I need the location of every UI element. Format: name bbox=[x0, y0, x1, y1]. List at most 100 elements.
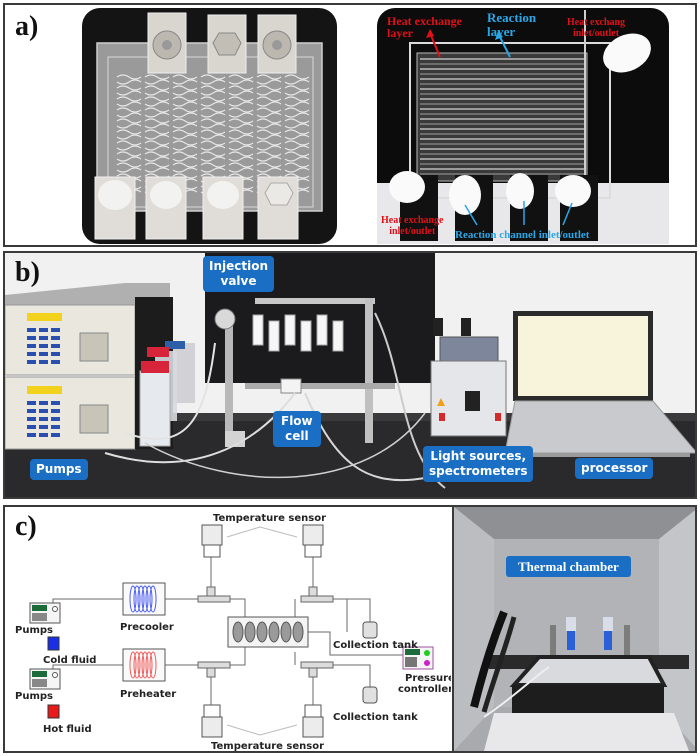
callout-pumps: Pumps bbox=[30, 459, 88, 480]
laptop-screen bbox=[518, 316, 648, 396]
serpentine-channel-segment bbox=[144, 162, 170, 173]
label-pumps-top: Pumps bbox=[15, 625, 53, 636]
panel-c-label: c) bbox=[15, 511, 37, 542]
temperature-sensor bbox=[201, 716, 223, 738]
label-pressure-controller-l1: Pressure bbox=[405, 673, 451, 684]
pump-key bbox=[27, 409, 36, 413]
pump-upper bbox=[5, 304, 136, 376]
bottom-fitting-blocks bbox=[389, 171, 598, 241]
serpentine-channel-segment bbox=[144, 74, 170, 85]
reactor-coil bbox=[232, 621, 244, 643]
heat-exchange-channels bbox=[420, 58, 585, 175]
panel-c: c) bbox=[3, 505, 697, 753]
serpentine-channel-segment bbox=[116, 129, 142, 140]
coil-loop bbox=[129, 585, 137, 613]
collection-tank bbox=[362, 686, 378, 704]
label-collection-tank-bottom: Collection tank bbox=[333, 712, 418, 723]
panel-b-label: b) bbox=[15, 257, 40, 288]
pump-key bbox=[27, 328, 36, 332]
label-heat-exchange-io-bottom: Heat exchange inlet/outlet bbox=[381, 215, 444, 237]
light-source-spectrometer bbox=[430, 318, 507, 437]
metal-fitting bbox=[624, 625, 630, 655]
callout-injection-valve: Injection valve bbox=[203, 256, 275, 292]
temperature-sensors bbox=[201, 524, 324, 738]
serpentine-channel-segment bbox=[228, 107, 254, 118]
serpentine-channel-segment bbox=[284, 107, 310, 118]
pump-key bbox=[51, 425, 60, 429]
reactor-coil bbox=[268, 621, 280, 643]
tee-junction bbox=[197, 595, 231, 603]
pipe-to-pressure-controller bbox=[307, 631, 403, 656]
label-heat-exchange-layer: Heat exchange layer bbox=[387, 14, 462, 40]
serpentine-channel-segment bbox=[228, 162, 254, 173]
label-reaction-layer: Reaction layer bbox=[487, 10, 537, 39]
cold-fluid-reservoir bbox=[47, 636, 60, 651]
serpentine-channel-segment bbox=[200, 151, 226, 162]
callout-processor: processor bbox=[575, 458, 654, 479]
label-hot-fluid: Hot fluid bbox=[43, 724, 92, 735]
arrow-reaction-layer bbox=[498, 34, 511, 58]
temperature-sensor bbox=[201, 524, 223, 546]
coil-loop bbox=[137, 585, 145, 613]
serpentine-channel-segment bbox=[200, 129, 226, 140]
pump-key bbox=[39, 360, 48, 364]
pump-key bbox=[27, 360, 36, 364]
flow-vial bbox=[268, 320, 280, 352]
microreactor-channels bbox=[232, 621, 304, 643]
serpentine-channel-segment bbox=[144, 118, 170, 129]
pump-key bbox=[51, 409, 60, 413]
panel-a: a) bbox=[3, 3, 697, 247]
serpentine-channel-segment bbox=[172, 107, 198, 118]
flow-vial bbox=[284, 314, 296, 346]
pump-key bbox=[27, 425, 36, 429]
panel-b: b) Injection valve Flow cell Pumps Light… bbox=[3, 251, 697, 499]
injection-valve bbox=[214, 308, 236, 330]
panel-b-setup-photo bbox=[5, 253, 695, 497]
serpentine-channel-segment bbox=[116, 107, 142, 118]
serpentine-channel-segment bbox=[172, 162, 198, 173]
serpentine-channel-segment bbox=[172, 140, 198, 151]
pump-key bbox=[39, 433, 48, 437]
pump-display bbox=[27, 313, 62, 321]
pump-key bbox=[51, 336, 60, 340]
flow-frame bbox=[214, 298, 395, 447]
chamber-right-wall bbox=[659, 510, 695, 747]
serpentine-channel-segment bbox=[116, 74, 142, 85]
serpentine-channel-segment bbox=[116, 118, 142, 129]
pump-key bbox=[27, 401, 36, 405]
process-schematic: Temperature sensor Temperature sensor Pu… bbox=[15, 513, 451, 751]
serpentine-channel-segment bbox=[116, 140, 142, 151]
pump-key bbox=[39, 336, 48, 340]
label-temperature-sensor-bottom: Temperature sensor bbox=[211, 741, 324, 751]
coil-loop bbox=[145, 651, 153, 679]
layered-chip-body bbox=[416, 52, 588, 182]
pump-key bbox=[39, 409, 48, 413]
serpentine-channel-segment bbox=[172, 129, 198, 140]
tee-junction bbox=[300, 661, 334, 669]
serpentine-channel-segment bbox=[116, 162, 142, 173]
serpentine-channel-segment bbox=[256, 151, 282, 162]
serpentine-channel-segment bbox=[144, 140, 170, 151]
thermal-chamber-photo: Thermal chamber bbox=[452, 507, 695, 751]
laptop bbox=[504, 311, 695, 457]
pump-key bbox=[27, 417, 36, 421]
pump-key bbox=[39, 352, 48, 356]
serpentine-channel-segment bbox=[172, 74, 198, 85]
coil-loop bbox=[137, 651, 145, 679]
solvent-bottles bbox=[139, 341, 195, 447]
bottle-cap bbox=[141, 361, 169, 373]
serpentine-channel-segment bbox=[228, 129, 254, 140]
coil-loop bbox=[133, 651, 141, 679]
hot-fluid-reservoir bbox=[47, 704, 60, 719]
coil-loop bbox=[145, 585, 153, 613]
label-cold-fluid: Cold fluid bbox=[43, 655, 96, 666]
spectrometer bbox=[439, 336, 499, 362]
cable-bundle bbox=[470, 610, 508, 708]
serpentine-channel-segment bbox=[228, 118, 254, 129]
serpentine-channel-segment bbox=[256, 107, 282, 118]
pump-keypads bbox=[27, 328, 60, 437]
masked-fitting-top-right bbox=[603, 33, 651, 73]
serpentine-channel-segment bbox=[144, 85, 170, 96]
serpentine-channel-segment bbox=[228, 140, 254, 151]
pump-key bbox=[27, 433, 36, 437]
